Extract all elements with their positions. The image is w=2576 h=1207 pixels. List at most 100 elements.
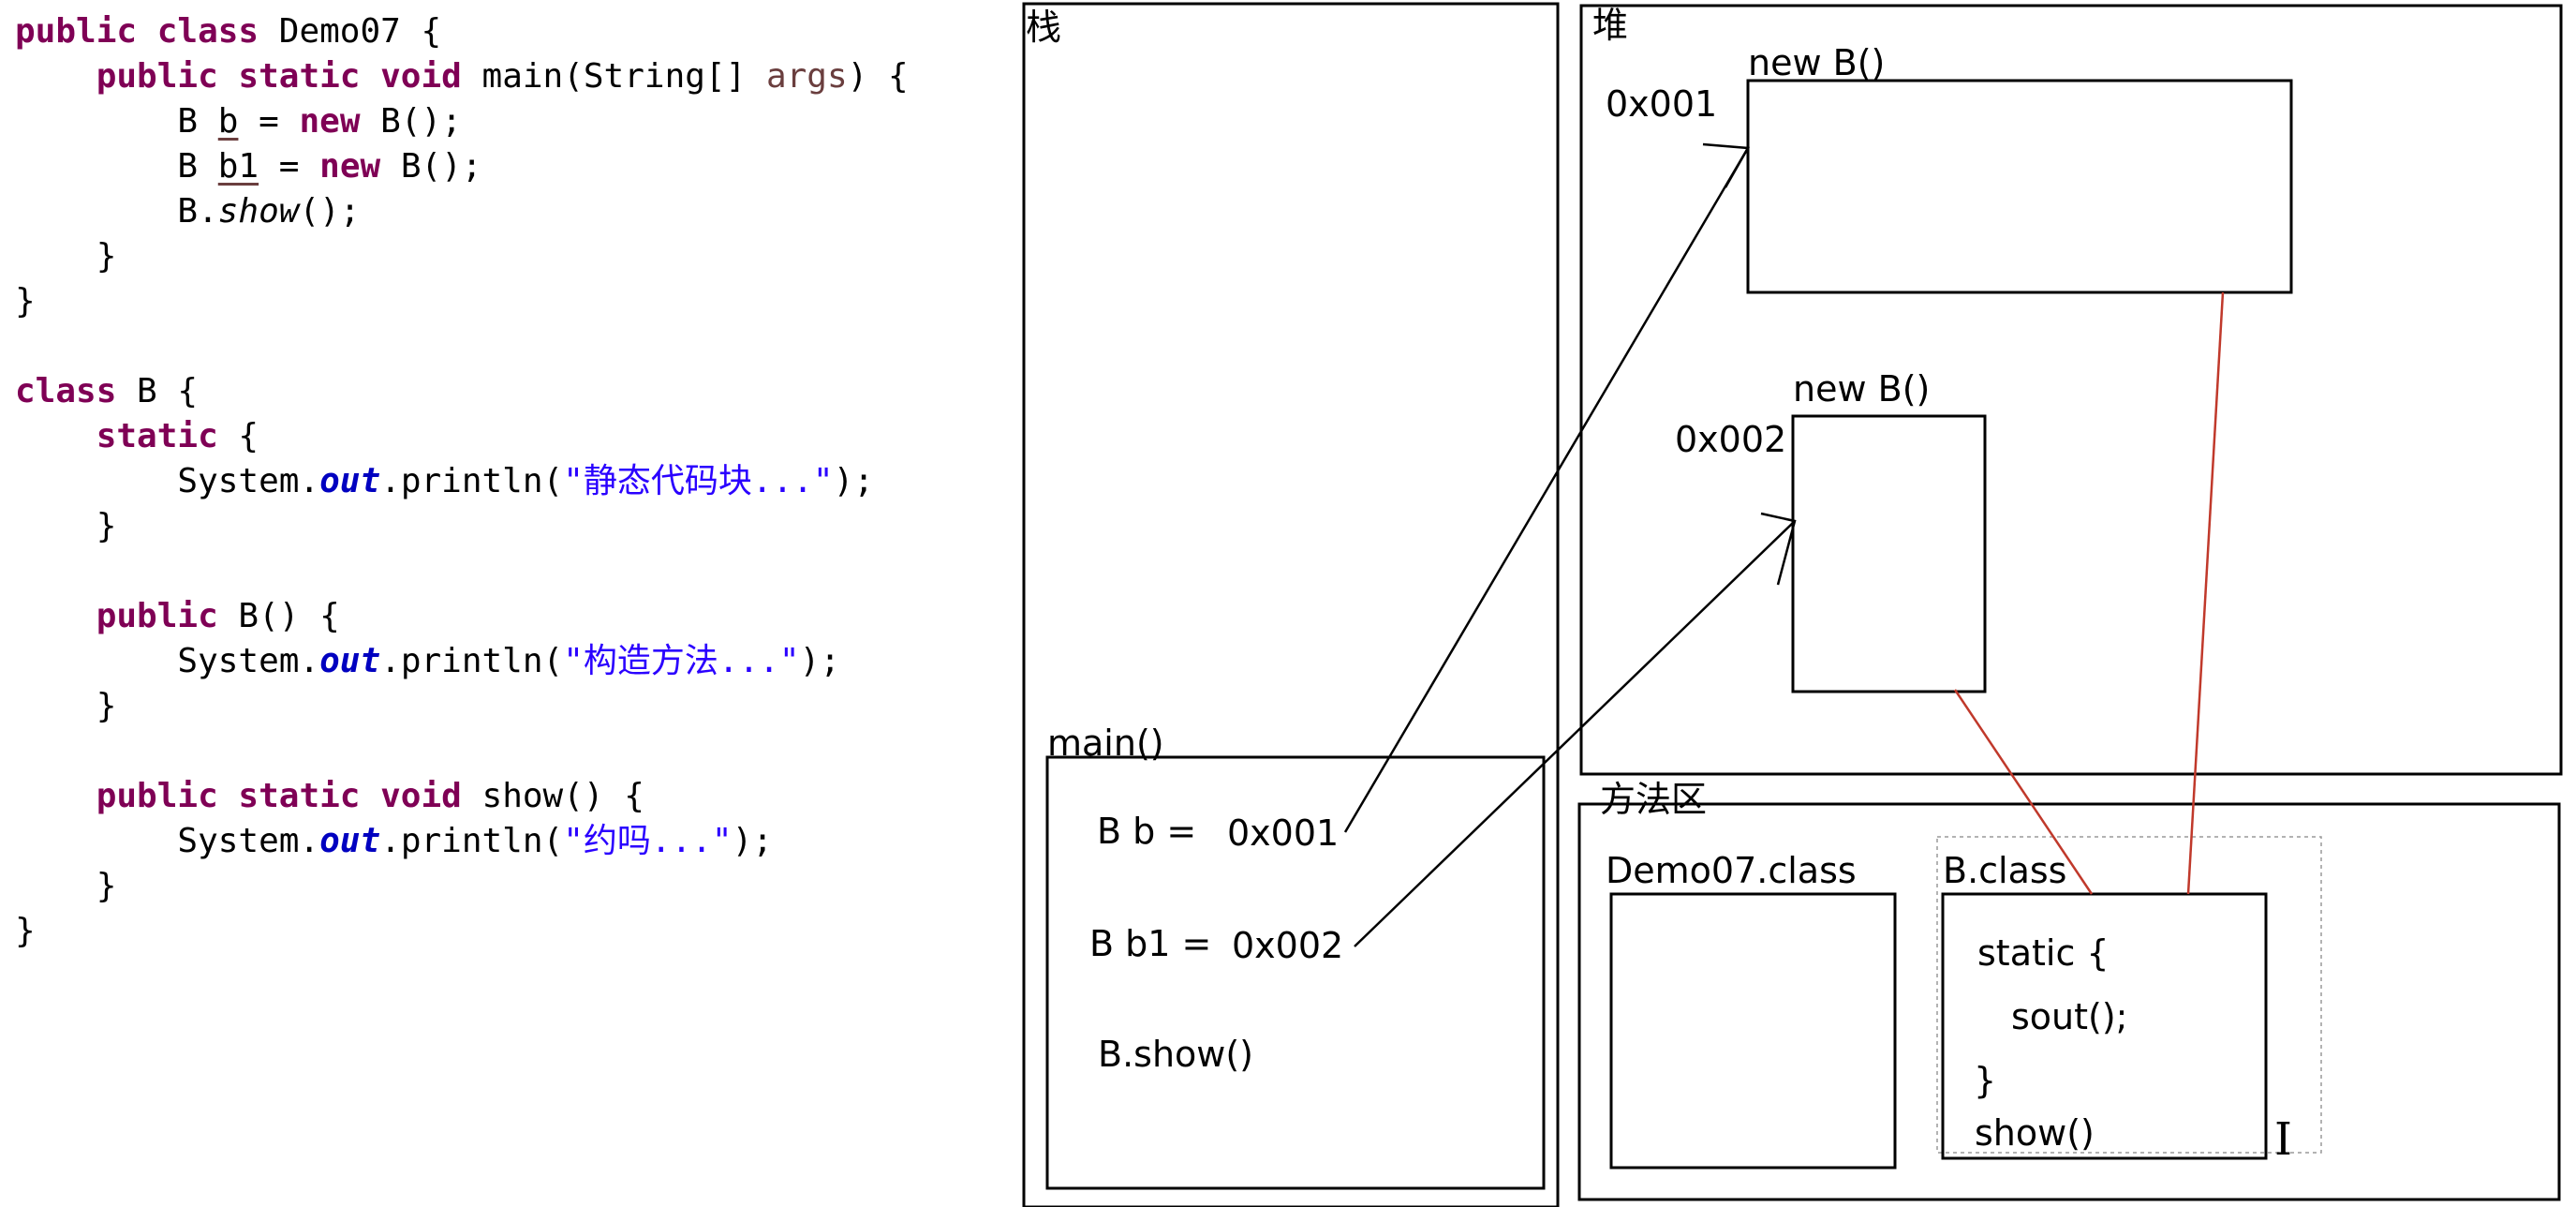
code-token: new: [299, 102, 361, 141]
b-class-line-3: }: [1974, 1060, 1996, 1101]
code-token: public class: [15, 12, 259, 51]
code-line: B.show();: [15, 189, 360, 234]
code-token: ();: [299, 192, 361, 231]
demo-class-box: [1609, 892, 1897, 1170]
code-line: class B {: [15, 369, 198, 414]
arrowhead-b-icon: [1702, 142, 1751, 188]
code-token: {: [217, 417, 259, 455]
heap-object-2-address: 0x002: [1675, 419, 1786, 460]
heap-object-2-label: new B(): [1793, 368, 1930, 410]
code-line: public class Demo07 {: [15, 9, 441, 54]
class-links: [1953, 291, 2225, 895]
code-token: }: [15, 912, 36, 950]
show-call: B.show(): [1098, 1034, 1253, 1075]
code-line: public B() {: [15, 594, 340, 639]
heap-object-1-address: 0x001: [1606, 83, 1717, 125]
code-token: new: [319, 147, 381, 186]
code-token: args: [765, 57, 848, 96]
code-token: out: [319, 642, 381, 680]
code-token: );: [833, 462, 874, 500]
var-b1-value: 0x002: [1232, 925, 1343, 966]
ref-arrow-b: [1343, 147, 1750, 833]
code-token: }: [15, 237, 117, 276]
code-token: B();: [360, 102, 462, 141]
arrowhead-b1-icon: [1760, 512, 1797, 586]
code-token: }: [15, 507, 117, 545]
code-token: B.: [15, 192, 218, 231]
method-area-title: 方法区: [1600, 779, 1707, 820]
code-line: }: [15, 909, 36, 954]
code-token: .println(: [380, 462, 564, 500]
heap-title: 堆: [1592, 5, 1628, 46]
heap-object-1: [1746, 79, 2293, 294]
code-token: =: [238, 102, 300, 141]
b-class-label: B.class: [1943, 850, 2066, 891]
stack-region: 栈 main() B b = 0x001 B b1 = 0x002 B.show…: [1022, 2, 1560, 1207]
code-token: "静态代码块...": [563, 462, 834, 500]
code-token: out: [319, 822, 381, 860]
code-token: B {: [116, 372, 199, 410]
code-token: B: [15, 102, 218, 141]
b-class-line-4: show(): [1975, 1112, 2095, 1154]
code-token: System.: [15, 462, 320, 500]
heap-region: 堆 new B() 0x001 new B() 0x002: [1579, 4, 2563, 776]
heap-object-1-label: new B(): [1748, 42, 1885, 83]
b-class-line-2: sout();: [2011, 996, 2127, 1037]
code-token: B: [15, 147, 218, 186]
code-token: .println(: [380, 822, 564, 860]
code-token: =: [259, 147, 320, 186]
code-token: b: [217, 102, 239, 141]
code-line: System.out.println("约吗...");: [15, 819, 773, 864]
code-token: .println(: [380, 642, 564, 680]
main-frame: [1045, 755, 1546, 1190]
demo-class-label: Demo07.class: [1606, 850, 1857, 891]
code-line: System.out.println("静态代码块...");: [15, 459, 874, 504]
code-token: }: [15, 867, 117, 905]
selection-frame: [1936, 836, 2322, 1154]
code-line: }: [15, 279, 36, 324]
code-token: "构造方法...": [563, 642, 800, 680]
ref-arrow-b1: [1354, 520, 1796, 947]
heap-object-2: [1791, 414, 1987, 693]
code-line: }: [15, 864, 117, 909]
code-line: static {: [15, 414, 259, 459]
class-link-object-1: [2186, 291, 2225, 895]
code-line: public static void show() {: [15, 774, 644, 819]
code-token: Demo07 {: [259, 12, 442, 51]
code-token: }: [15, 687, 117, 725]
code-line: }: [15, 234, 117, 279]
var-b-label: B b =: [1097, 811, 1196, 852]
code-token: public static void: [96, 777, 462, 815]
class-link-object-2: [1953, 689, 2094, 895]
code-token: show: [217, 192, 300, 231]
b-class-line-1: static {: [1977, 932, 2110, 974]
code-token: }: [15, 282, 36, 320]
code-token: System.: [15, 822, 320, 860]
code-token: main(String[]: [461, 57, 766, 96]
code-line: B b = new B();: [15, 99, 462, 144]
var-b-value: 0x001: [1227, 812, 1339, 854]
code-token: System.: [15, 642, 320, 680]
code-token: public: [96, 597, 218, 635]
reference-arrows: [1343, 142, 1797, 947]
code-line: public static void main(String[] args) {: [15, 54, 909, 99]
code-token: static: [96, 417, 218, 455]
code-token: show() {: [461, 777, 644, 815]
code-line: B b1 = new B();: [15, 144, 482, 189]
text-cursor-icon: I: [2274, 1113, 2292, 1166]
code-token: B() {: [217, 597, 340, 635]
stack-title: 栈: [1026, 7, 1061, 48]
code-token: ) {: [847, 57, 909, 96]
code-token: );: [732, 822, 773, 860]
code-line: System.out.println("构造方法...");: [15, 639, 840, 684]
method-area-region: 方法区 Demo07.class B.class static { sout()…: [1577, 779, 2561, 1201]
code-token: );: [799, 642, 840, 680]
code-token: out: [319, 462, 381, 500]
var-b1-label: B b1 =: [1089, 923, 1211, 964]
code-token: class: [15, 372, 117, 410]
b-class-box: [1941, 892, 2268, 1160]
code-line: }: [15, 684, 117, 729]
code-token: public static void: [96, 57, 462, 96]
code-token: B();: [380, 147, 482, 186]
